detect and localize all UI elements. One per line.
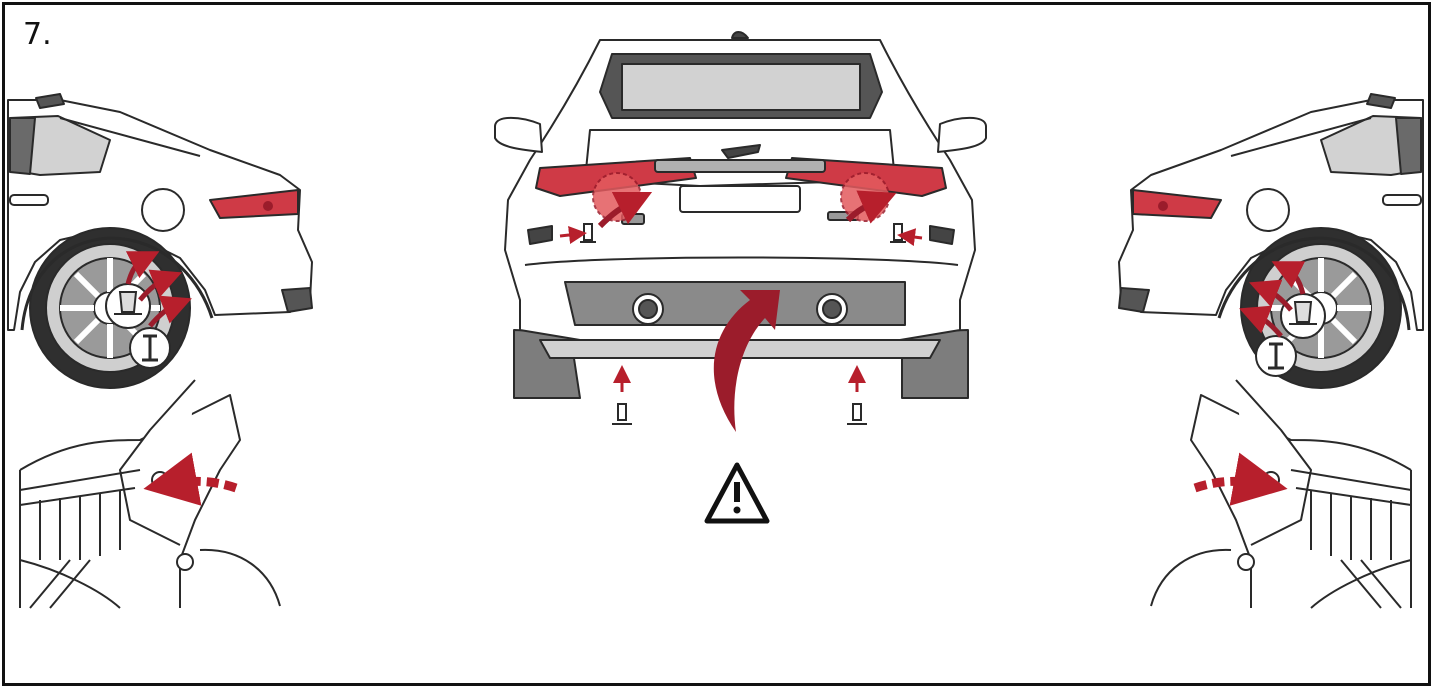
- warning-triangle-icon: [707, 465, 767, 521]
- right-car-side-view: [1119, 94, 1423, 608]
- bottom-screws: [612, 374, 867, 424]
- left-inner-liner-detail: [20, 380, 280, 608]
